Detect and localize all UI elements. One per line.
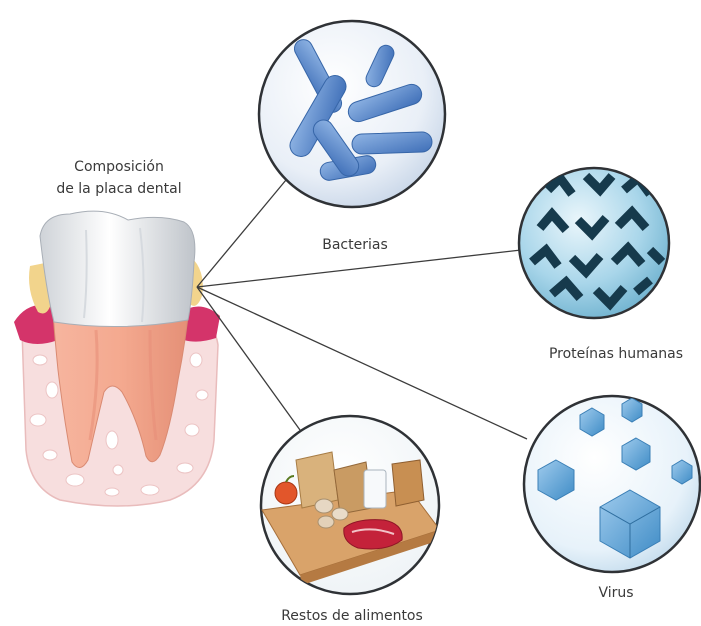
label-proteinas: Proteínas humanas [549, 346, 683, 362]
proteinas-circle [519, 168, 669, 318]
egg [318, 516, 334, 528]
connector-proteinas [197, 250, 521, 287]
diagram-title-line-2: de la placa dental [56, 181, 181, 197]
virus-circle [524, 396, 700, 572]
cheese-block [296, 452, 338, 508]
connector-lines [197, 180, 527, 439]
egg [315, 499, 333, 513]
bacterium [352, 132, 433, 155]
egg [332, 508, 348, 520]
label-virus: Virus [598, 585, 633, 601]
apple [275, 482, 297, 504]
bacterias-circle [259, 21, 445, 207]
bread-block [392, 460, 424, 506]
milk-glass [364, 470, 386, 508]
label-alimentos: Restos de alimentos [281, 608, 423, 624]
tooth-crown [40, 211, 195, 326]
alimentos-circle [261, 416, 440, 594]
connector-bacterias [197, 180, 286, 287]
label-bacterias: Bacterias [322, 237, 388, 253]
tooth-illustration [14, 211, 220, 506]
diagram-title-line-1: Composición [74, 159, 164, 175]
